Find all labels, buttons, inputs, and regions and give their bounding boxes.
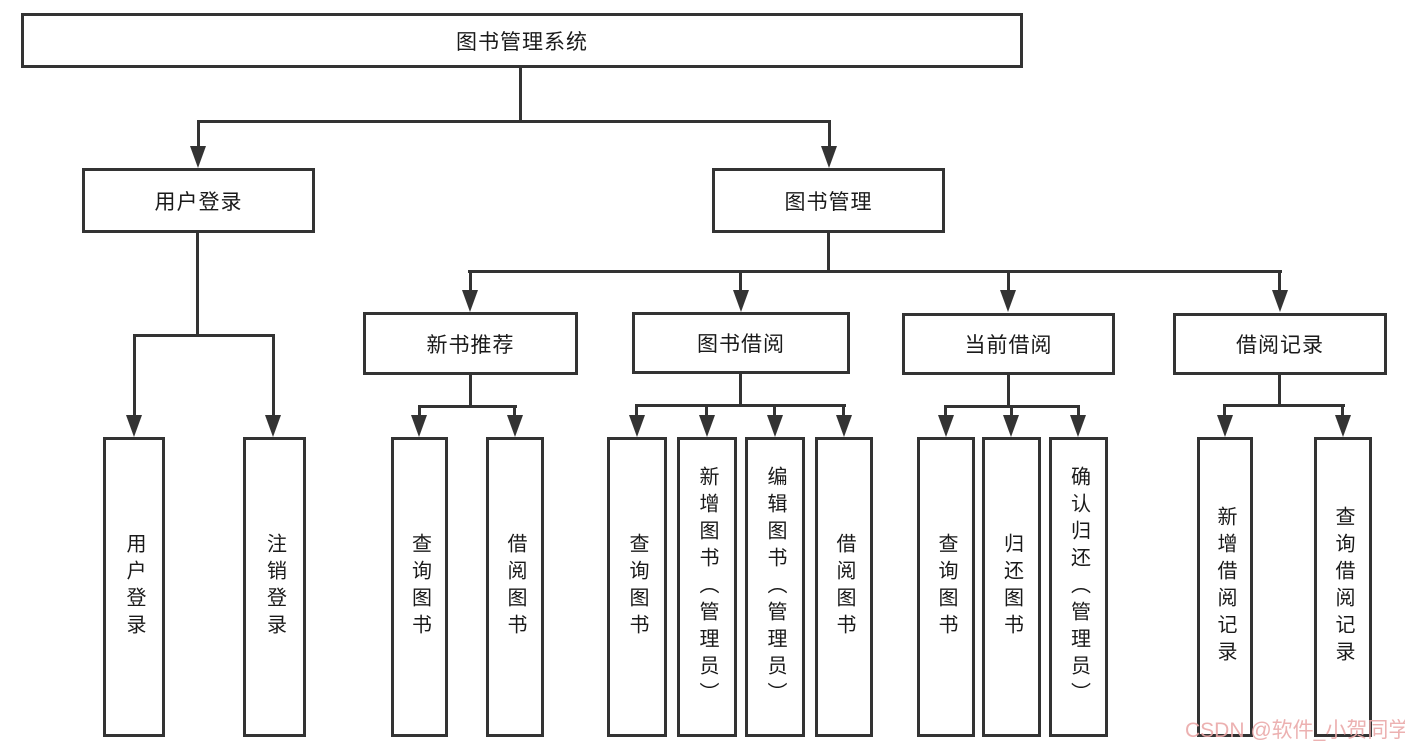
leaf-user-login: 用户登录 xyxy=(103,437,165,737)
leaf-borrow-borrow-books-label: 借阅图书 xyxy=(833,533,855,641)
connector-line xyxy=(272,334,275,417)
node-book-management: 图书管理 xyxy=(712,168,945,233)
leaf-current-confirm-return-admin: 确认归还（管理员） xyxy=(1049,437,1108,737)
connector-line xyxy=(1007,375,1010,407)
connector-line xyxy=(1223,404,1345,407)
node-user-login-label: 用户登录 xyxy=(154,190,243,214)
node-current-borrow-label: 当前借阅 xyxy=(964,334,1053,357)
arrowhead-down-icon xyxy=(1217,415,1233,437)
leaf-newbook-borrow-books-label: 借阅图书 xyxy=(504,533,526,641)
connector-line xyxy=(944,405,947,417)
leaf-records-query-record: 查询借阅记录 xyxy=(1314,437,1372,737)
connector-line xyxy=(1223,404,1226,417)
leaf-borrow-borrow-books: 借阅图书 xyxy=(815,437,873,737)
node-book-borrow-label: 图书借阅 xyxy=(697,333,785,356)
connector-line xyxy=(133,334,136,417)
leaf-records-add-record-label: 新增借阅记录 xyxy=(1214,506,1236,668)
connector-line xyxy=(133,334,275,337)
connector-line xyxy=(1278,375,1281,406)
arrowhead-down-icon xyxy=(1000,290,1016,312)
csdn-watermark: CSDN @软件_小贺同学 xyxy=(1185,719,1405,742)
node-new-book-recommend-label: 新书推荐 xyxy=(426,333,515,357)
node-borrow-records-label: 借阅记录 xyxy=(1236,334,1324,357)
arrowhead-down-icon xyxy=(699,415,715,437)
connector-line xyxy=(827,233,830,273)
leaf-borrow-edit-books-admin-label: 编辑图书（管理员） xyxy=(764,465,786,709)
arrowhead-down-icon xyxy=(1272,290,1288,312)
node-root: 图书管理系统 xyxy=(21,13,1023,68)
connector-line xyxy=(635,404,846,407)
leaf-borrow-add-books-admin-label: 新增图书（管理员） xyxy=(696,465,718,709)
leaf-logout: 注销登录 xyxy=(243,437,306,737)
arrowhead-down-icon xyxy=(126,415,142,437)
arrowhead-down-icon xyxy=(462,290,478,312)
arrowhead-down-icon xyxy=(190,146,206,168)
arrowhead-down-icon xyxy=(265,415,281,437)
connector-line xyxy=(418,405,517,408)
connector-line xyxy=(469,270,472,292)
leaf-newbook-query-books-label: 查询图书 xyxy=(408,533,431,641)
node-borrow-records: 借阅记录 xyxy=(1173,313,1387,375)
node-current-borrow: 当前借阅 xyxy=(902,313,1115,375)
leaf-current-confirm-return-admin-label: 确认归还（管理员） xyxy=(1067,465,1090,709)
leaf-borrow-query-books: 查询图书 xyxy=(607,437,667,737)
arrowhead-down-icon xyxy=(629,415,645,437)
connector-line xyxy=(513,405,516,417)
leaf-records-query-record-label: 查询借阅记录 xyxy=(1332,506,1354,668)
leaf-borrow-edit-books-admin: 编辑图书（管理员） xyxy=(745,437,805,737)
connector-line xyxy=(468,270,1282,273)
connector-line xyxy=(842,404,845,417)
connector-line xyxy=(197,120,831,123)
node-book-borrow: 图书借阅 xyxy=(632,312,850,374)
connector-line xyxy=(773,404,776,417)
leaf-records-add-record: 新增借阅记录 xyxy=(1197,437,1253,737)
node-user-login: 用户登录 xyxy=(82,168,315,233)
leaf-current-query-books: 查询图书 xyxy=(917,437,975,737)
connector-line xyxy=(519,68,522,123)
leaf-current-return-books-label: 归还图书 xyxy=(1000,533,1023,641)
leaf-borrow-query-books-label: 查询图书 xyxy=(626,533,648,641)
arrowhead-down-icon xyxy=(1335,415,1351,437)
connector-line xyxy=(1077,405,1080,417)
arrowhead-down-icon xyxy=(411,415,427,437)
leaf-logout-label: 注销登录 xyxy=(263,533,286,641)
connector-line xyxy=(705,404,708,417)
arrowhead-down-icon xyxy=(821,146,837,168)
connector-line xyxy=(196,233,199,336)
node-root-label: 图书管理系统 xyxy=(456,30,588,54)
node-new-book-recommend: 新书推荐 xyxy=(363,312,578,375)
arrowhead-down-icon xyxy=(507,415,523,437)
connector-line xyxy=(739,270,742,292)
leaf-newbook-query-books: 查询图书 xyxy=(391,437,448,737)
connector-line xyxy=(469,375,472,407)
connector-line xyxy=(1278,270,1281,292)
leaf-user-login-label: 用户登录 xyxy=(123,533,145,641)
connector-line xyxy=(828,120,831,150)
connector-line xyxy=(739,374,742,406)
node-book-management-label: 图书管理 xyxy=(784,190,873,214)
connector-line xyxy=(1007,270,1010,292)
arrowhead-down-icon xyxy=(733,290,749,312)
connector-line xyxy=(1341,404,1344,417)
arrowhead-down-icon xyxy=(836,415,852,437)
arrowhead-down-icon xyxy=(938,415,954,437)
leaf-current-query-books-label: 查询图书 xyxy=(935,533,957,641)
leaf-newbook-borrow-books: 借阅图书 xyxy=(486,437,544,737)
connector-line xyxy=(197,120,200,150)
leaf-current-return-books: 归还图书 xyxy=(982,437,1041,737)
arrowhead-down-icon xyxy=(1070,415,1086,437)
arrowhead-down-icon xyxy=(767,415,783,437)
connector-line xyxy=(635,404,638,417)
arrowhead-down-icon xyxy=(1003,415,1019,437)
connector-line xyxy=(1010,405,1013,417)
connector-line xyxy=(418,405,421,417)
leaf-borrow-add-books-admin: 新增图书（管理员） xyxy=(677,437,737,737)
